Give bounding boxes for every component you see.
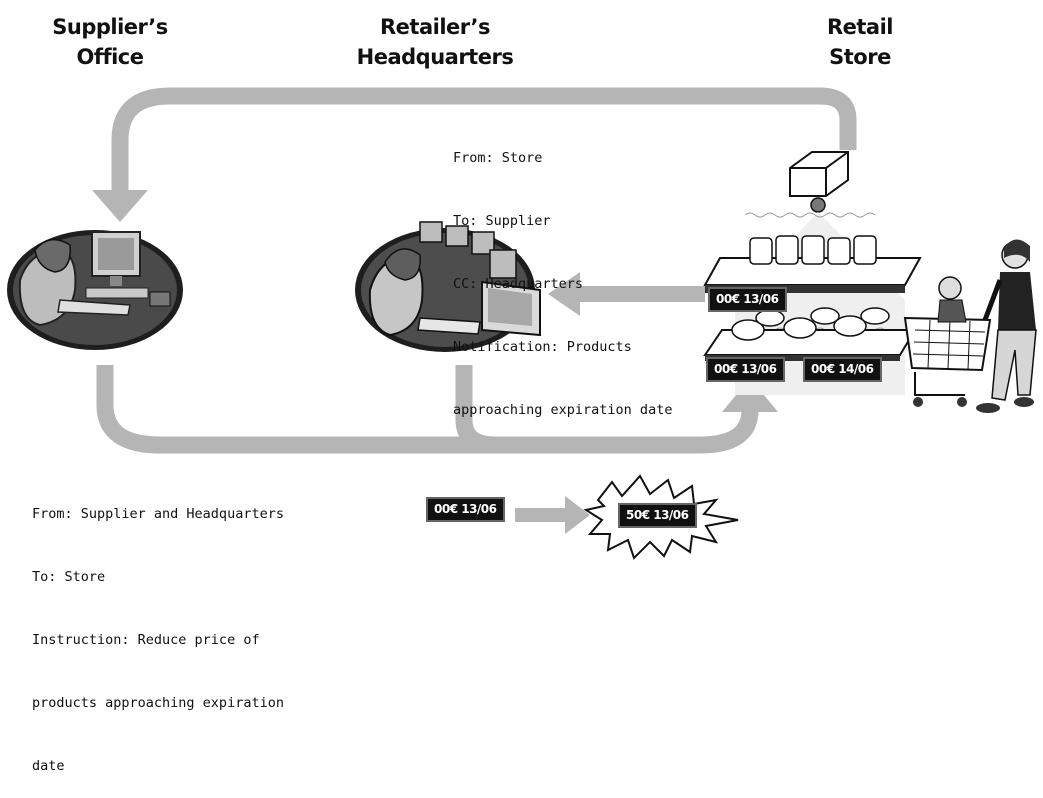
message-line: products approaching expiration — [32, 693, 284, 714]
heading-line: Retail — [800, 12, 920, 42]
price-tag-bottom-left: 00€ 13/06 — [708, 359, 783, 380]
message-line: To: Store — [32, 567, 284, 588]
notification-message: From: Store To: Supplier CC: Headquarter… — [453, 106, 672, 442]
headquarters-heading: Retailer’s Headquarters — [345, 12, 525, 72]
message-line: CC: Headquarters — [453, 274, 672, 295]
message-line: Instruction: Reduce price of — [32, 630, 284, 651]
message-line: From: Supplier and Headquarters — [32, 504, 284, 525]
heading-line: Retailer’s — [345, 12, 525, 42]
message-line: Notification: Products — [453, 337, 672, 358]
heading-line: Headquarters — [345, 42, 525, 72]
message-line: To: Supplier — [453, 211, 672, 232]
price-tag-top-shelf: 00€ 13/06 — [710, 289, 785, 310]
message-line: approaching expiration date — [453, 400, 672, 421]
price-tag-before: 00€ 13/06 — [428, 499, 503, 520]
retail-store-heading: Retail Store — [800, 12, 920, 72]
message-line: From: Store — [453, 148, 672, 169]
price-tag-bottom-right: 00€ 14/06 — [805, 359, 880, 380]
supplier-office-heading: Supplier’s Office — [40, 12, 180, 72]
message-line: date — [32, 756, 284, 777]
heading-line: Supplier’s — [40, 12, 180, 42]
instruction-message: From: Supplier and Headquarters To: Stor… — [32, 462, 284, 798]
heading-line: Office — [40, 42, 180, 72]
heading-line: Store — [800, 42, 920, 72]
price-tag-after: 50€ 13/06 — [620, 505, 695, 526]
